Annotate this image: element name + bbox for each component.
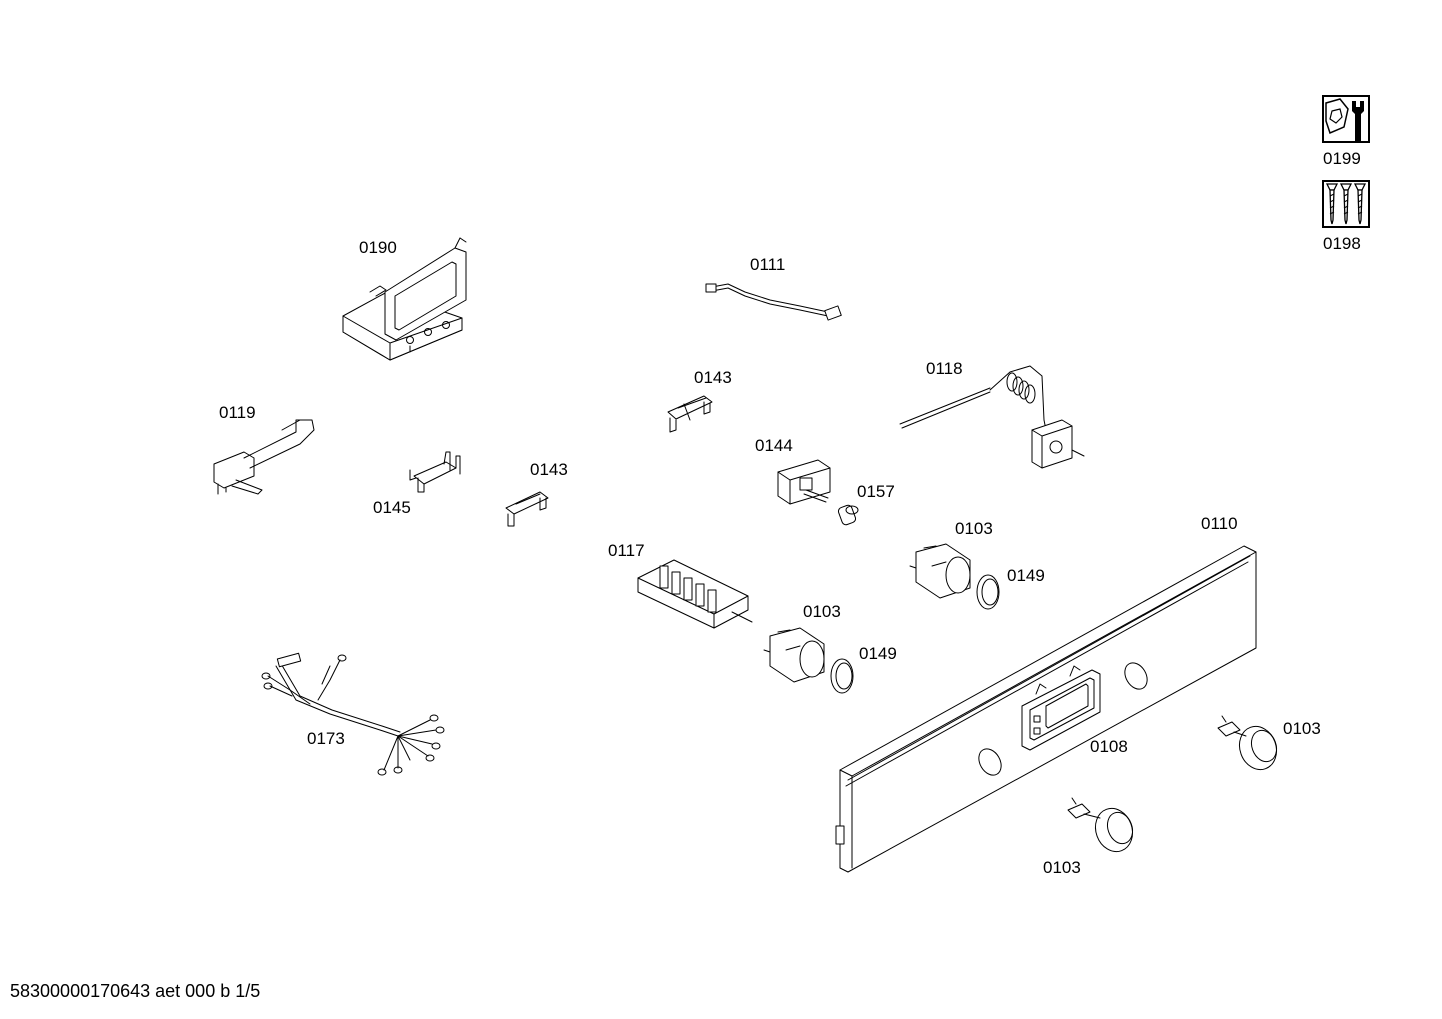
part-0118-thermostat [899,365,1085,469]
document-code: 58300000170643 aet 000 b 1/5 [10,981,261,1001]
part-0145-clip [409,451,461,493]
part-label-0108: 0108 [1090,737,1128,756]
screws-icon [1322,180,1370,228]
part-0103-knob-lower [763,627,825,683]
part-label-0157: 0157 [857,482,895,501]
part-0108-display-window [1021,665,1101,751]
part-label-0111: 0111 [750,255,786,274]
part-label-0143: 0143 [694,368,732,387]
part-label-0173: 0173 [307,729,345,748]
part-0103-knob-bottom [1067,797,1134,853]
part-label-0103: 0103 [1043,858,1081,877]
part-0117-selector-switch [637,559,753,629]
part-label-0103: 0103 [955,519,993,538]
nut-wrench-icon [1322,95,1370,143]
part-label-0119: 0119 [219,403,256,422]
part-label-0149: 0149 [1007,566,1045,585]
part-0157-lamp [837,504,859,526]
part-label-0117: 0117 [608,541,645,560]
tool-label-0198: 0198 [1323,234,1361,253]
part-label-0103: 0103 [1283,719,1321,738]
part-0111-ribbon-cable [705,283,842,321]
part-0190-display-module [342,237,467,361]
tool-label-0199: 0199 [1323,149,1361,168]
part-label-0103: 0103 [803,602,841,621]
part-label-0118: 0118 [926,359,963,378]
part-0119-switch [213,419,315,495]
part-label-0190: 0190 [359,238,397,257]
part-label-0143: 0143 [530,460,568,479]
part-0103-knob-upper [909,543,971,599]
part-0173-cable-harness [261,652,445,776]
part-label-0145: 0145 [373,498,411,517]
part-0144-lamp-holder [777,459,831,505]
part-0149-ring-upper [976,574,1000,610]
part-label-0110: 0110 [1201,514,1238,533]
part-label-0144: 0144 [755,436,793,455]
part-0143-bracket-lower [505,491,549,527]
part-label-0149: 0149 [859,644,897,663]
part-0149-ring-lower [830,658,854,694]
part-0143-bracket-upper [667,395,713,433]
part-0103-knob-right [1217,715,1278,771]
